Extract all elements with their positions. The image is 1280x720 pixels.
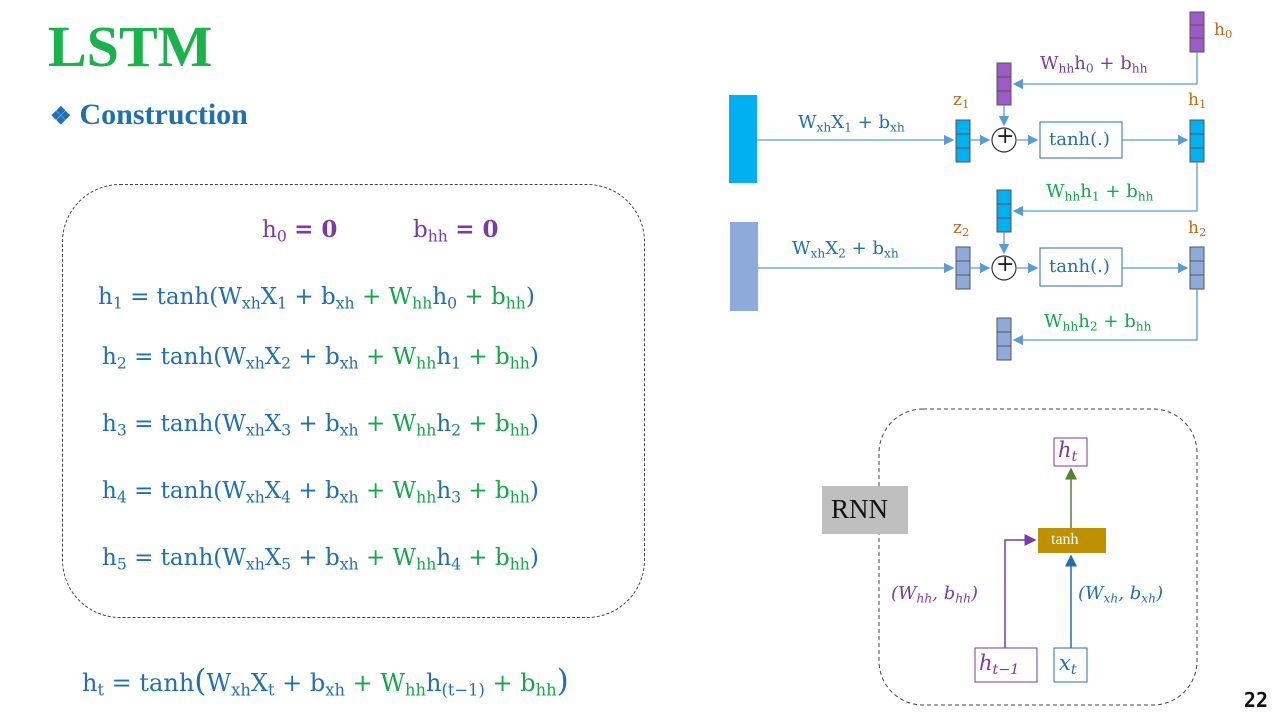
- equation-general: ht = tanh(WxhXt + bxh + Whhh(t−1) + bhh): [82, 663, 569, 700]
- h-prev-box: [974, 647, 1038, 683]
- arrow-h1-recurrent: [1012, 162, 1198, 217]
- h0-projection-vector: [996, 62, 1012, 106]
- slide-title: LSTM: [48, 14, 213, 79]
- equation-h2: h2 = tanh(WxhX2 + bxh + Whhh1 + bhh): [102, 344, 539, 373]
- ht-output-box: [1053, 437, 1088, 467]
- tanh-box-2-label: tanh(.): [1049, 256, 1110, 277]
- subtitle-text: Construction: [79, 98, 248, 131]
- hidden-params-label: (Whh, bhh): [891, 583, 979, 606]
- h2-projection-vector: [996, 317, 1012, 361]
- tanh-box-1-label: tanh(.): [1049, 129, 1110, 150]
- label-z1: z1: [953, 90, 970, 112]
- label-rec1: Whhh1 + bhh: [1046, 181, 1154, 204]
- label-h2: h2: [1188, 218, 1207, 240]
- rnn-cell-panel: [878, 408, 1198, 706]
- tanh-box-1: [1039, 121, 1123, 159]
- equation-h4: h4 = tanh(WxhX4 + bxh + Whhh3 + bhh): [102, 478, 539, 507]
- init-h0: h0 = 𝟎: [262, 216, 338, 246]
- arrow-h2-recurrent: [1012, 289, 1198, 346]
- slide-subtitle: ❖ Construction: [50, 98, 248, 132]
- label-h1: h1: [1188, 90, 1207, 112]
- z1-vector: [955, 119, 971, 163]
- hprev-label: ht−1: [979, 651, 1020, 678]
- label-rec0: Whhh0 + bhh: [1040, 53, 1148, 76]
- equation-h3: h3 = tanh(WxhX3 + bxh + Whhh2 + bhh): [102, 411, 539, 440]
- diamond-bullet-icon: ❖: [50, 104, 72, 130]
- h0-vector: [1189, 11, 1205, 53]
- tanh-box-2: [1039, 247, 1123, 287]
- rnn-label-box: [822, 486, 908, 534]
- h1-projection-vector: [996, 189, 1012, 233]
- input-params-label: (Wxh, bxh): [1078, 583, 1164, 606]
- page-number: 22: [1243, 688, 1268, 712]
- equation-h5: h5 = tanh(WxhX5 + bxh + Whhh4 + bhh): [102, 545, 539, 574]
- plus-icon-2: +: [996, 252, 1015, 277]
- rnn-label: RNN: [831, 494, 889, 524]
- label-in1: WxhX1 + bxh: [798, 112, 905, 135]
- xt-label: xt: [1059, 651, 1077, 678]
- arrow-h0-recurrent: [1012, 52, 1198, 90]
- tanh-unit: [1038, 528, 1106, 553]
- tanh-unit-label: tanh: [1051, 531, 1079, 548]
- h1-vector: [1189, 119, 1205, 163]
- input-block-x2: [730, 222, 758, 311]
- z2-vector: [955, 246, 971, 290]
- h2-vector: [1189, 246, 1205, 290]
- label-z2: z2: [953, 218, 970, 240]
- ht-label: ht: [1058, 438, 1078, 465]
- equations-panel: [62, 184, 645, 618]
- label-in2: WxhX2 + bxh: [792, 238, 899, 261]
- label-h0: h0: [1214, 20, 1233, 42]
- label-rec2: Whhh2 + bhh: [1044, 311, 1152, 334]
- input-block-x1: [729, 95, 757, 183]
- arrow-hprev-tanh: [1004, 534, 1037, 648]
- init-bhh: bhh = 𝟎: [413, 216, 499, 246]
- plus-icon-1: +: [996, 124, 1015, 149]
- equation-h1: h1 = tanh(WxhX1 + bxh + Whhh0 + bhh): [98, 284, 535, 313]
